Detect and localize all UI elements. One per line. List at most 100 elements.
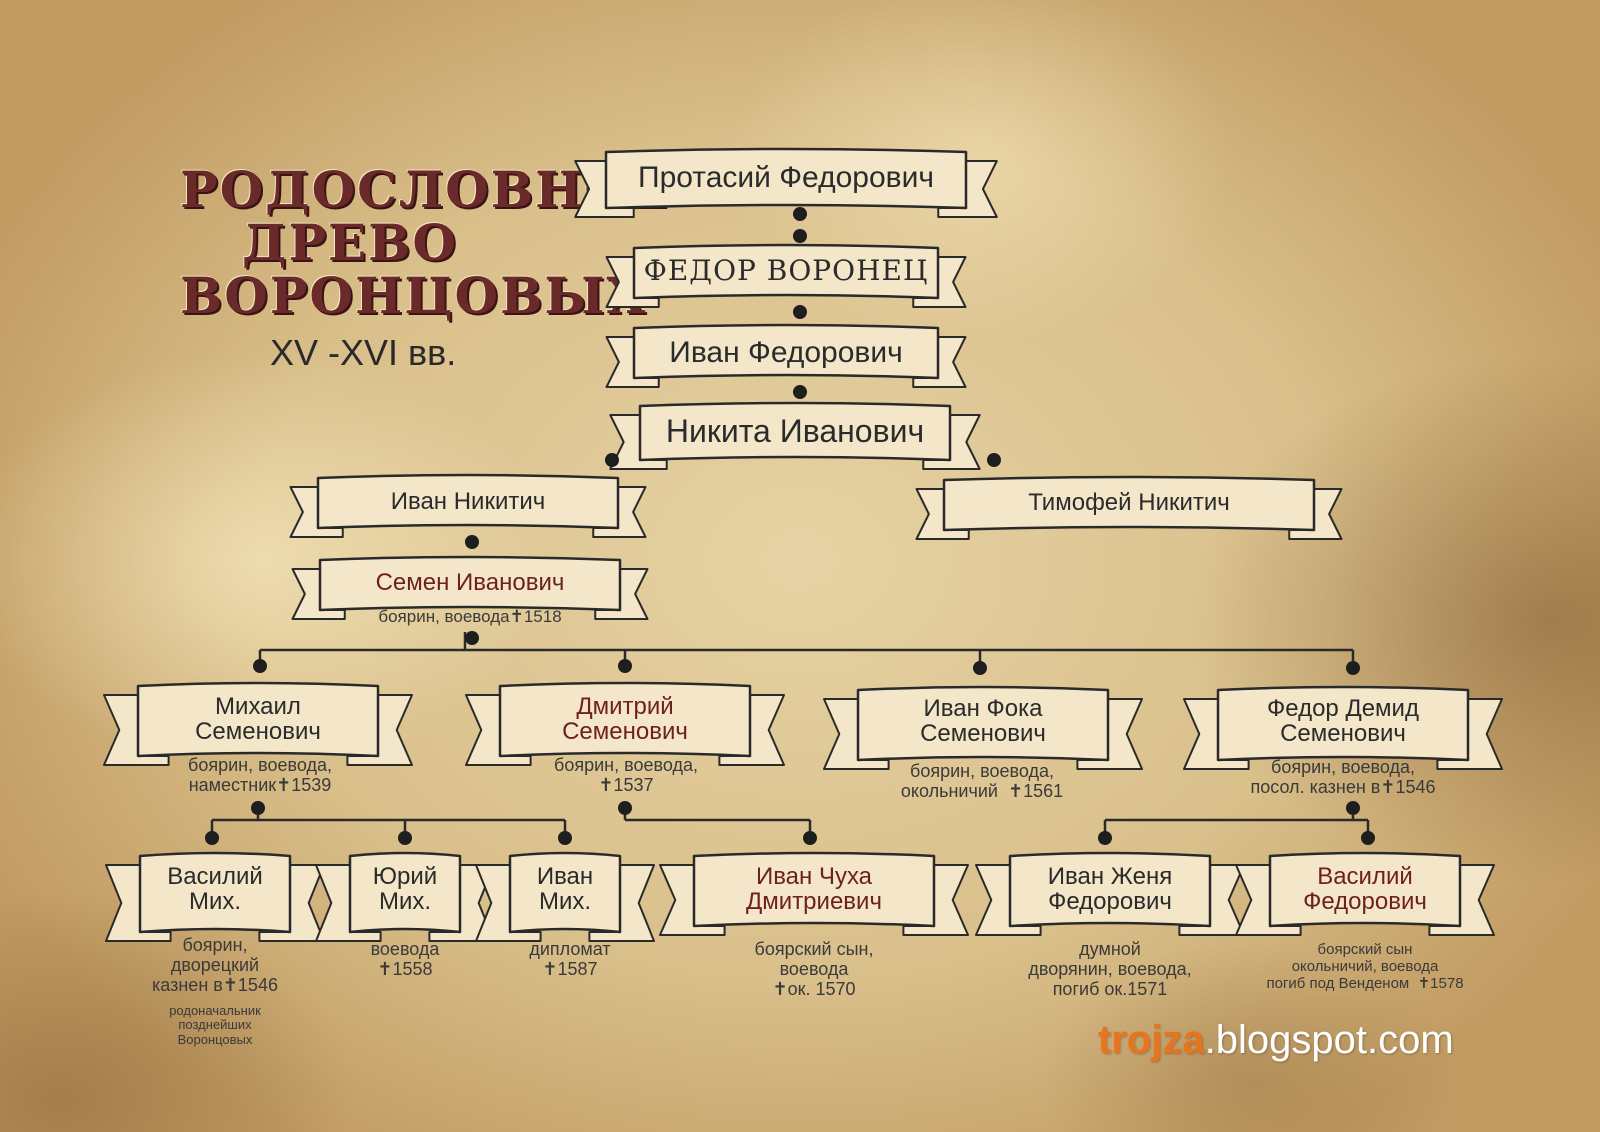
name-vasiliy-fed: Василий Федорович (1270, 863, 1460, 916)
connector-dot (618, 801, 632, 815)
connector-dot (803, 831, 817, 845)
name-yuriy-mikh-line2: Мих. (378, 888, 432, 916)
cross-icon: ✝ (1380, 776, 1396, 798)
name-vasiliy-fed-line2: Федорович (1303, 888, 1427, 916)
death-vasiliy-fed: 1578 (1430, 975, 1464, 992)
name-ivan-foka: Иван Фока Семенович (858, 696, 1108, 747)
connector-dot (251, 801, 265, 815)
death-ivan-mikh: 1587 (557, 958, 598, 979)
note-ivan-zhenya-line3: погиб ок.1571 (1052, 978, 1168, 999)
name-mikhail-line2: Семенович (195, 718, 321, 746)
name-ivan-zhenya-line2: Федорович (1048, 888, 1172, 916)
watermark-rest: .blogspot.com (1204, 1018, 1454, 1062)
name-vasiliy-mikh-line2: Мих. (188, 888, 242, 916)
ribbon-main (638, 401, 952, 462)
connector-dot (987, 453, 1001, 467)
ribbon-main (348, 851, 462, 934)
title-line-2: ДРЕВО (242, 213, 458, 272)
note-ivan-mikh-line1: дипломат (529, 939, 611, 959)
connector-dot (793, 305, 807, 319)
ribbon-main (856, 685, 1110, 762)
extra-vasiliy-mikh-line2: позднейших (178, 1017, 252, 1033)
name-semen: Семен Иванович (375, 569, 565, 596)
name-vasiliy-fed-line1: Василий (1317, 863, 1413, 890)
name-dmitriy-line2: Семенович (562, 718, 688, 746)
cross-icon: ✝ (1007, 780, 1024, 802)
ribbon-banners (103, 147, 1503, 942)
name-mikhail-line1: Михаил (215, 693, 301, 720)
note-ivan-foka: боярин, воевода, окольничий ✝1561 (872, 761, 1092, 802)
watermark-accent: trojza (1098, 1018, 1205, 1062)
note-vasiliy-mikh-line3: казнен в (152, 974, 223, 995)
ribbon-main (138, 851, 292, 934)
connector-dot (1346, 661, 1360, 675)
ribbon-semen (291, 555, 649, 620)
ribbon-main (498, 681, 752, 758)
death-fedor-demid: 1546 (1395, 776, 1436, 797)
ribbon-main (942, 475, 1316, 532)
subtitle-centuries: XV -XVI вв. (270, 332, 457, 373)
ribbon-main (632, 323, 940, 380)
note-vasiliy-mikh-line1: боярин, (182, 935, 248, 955)
name-ivan-mikh-line2: Мих. (538, 888, 592, 916)
extra-vasiliy-mikh-line3: Воронцовых (177, 1031, 253, 1047)
connector-dot (1346, 801, 1360, 815)
extra-vasiliy-mikh: родоначальник позднейших Воронцовых (135, 1003, 295, 1047)
name-ivan-chukha: Иван Чуха Дмитриевич (694, 863, 934, 915)
note-ivan-chukha-line2: воевода (779, 958, 849, 979)
ribbon-main (604, 147, 968, 210)
name-ivan-chukha-line1: Иван Чуха (755, 863, 873, 890)
note-yuriy-mikh-line1: воевода (370, 939, 440, 959)
note-ivan-mikh: дипломат ✝1587 (505, 939, 635, 980)
note-dmitriy: боярин, воевода, ✝1537 (516, 755, 736, 796)
note-vasiliy-fed-line2: окольничий, воевода (1291, 957, 1439, 975)
note-dmitriy-line1: боярин, воевода, (554, 755, 698, 775)
connector-dot (253, 659, 267, 673)
ribbon-main (1268, 851, 1462, 928)
note-fedor-demid: боярин, воевода, посол. казнен в✝1546 (1218, 757, 1468, 798)
note-ivan-chukha-line1: боярский сын, (754, 939, 874, 959)
ribbon-ivan-foka (823, 685, 1143, 770)
note-vasiliy-fed-line3: погиб под Венденом (1266, 975, 1410, 992)
name-mikhail: Михаил Семенович (138, 693, 378, 746)
ribbon-fedor-demid (1183, 685, 1503, 770)
note-ivan-zhenya-line1: думной (1079, 939, 1141, 959)
name-yuriy-mikh-line1: Юрий (372, 863, 438, 890)
name-vasiliy-mikh-line1: Василий (167, 863, 263, 890)
ribbon-main (1008, 851, 1212, 928)
note-mikhail: боярин, воевода, наместник✝1539 (150, 755, 370, 796)
connector-dot (1361, 831, 1375, 845)
ribbon-nikita (609, 401, 981, 470)
note-semen-text: боярин, воевода (378, 607, 510, 626)
note-ivan-chukha: боярский сын, воевода ✝ок. 1570 (724, 939, 904, 999)
death-yuriy-mikh: 1558 (392, 958, 433, 979)
ribbon-vasiliy-fed (1235, 851, 1495, 936)
ribbon-ivan-zhenya (975, 851, 1245, 936)
ribbon-yuriy-mikh (315, 851, 495, 942)
name-ivan-mikh-line1: Иван (536, 863, 594, 890)
cross-icon: ✝ (542, 958, 558, 980)
ribbon-ivan-mikh (475, 851, 655, 942)
death-semen: 1518 (523, 607, 562, 626)
note-ivan-zhenya-line2: дворянин, воевода, (1028, 958, 1192, 979)
note-vasiliy-fed-line1: боярский сын (1317, 941, 1413, 958)
name-vasiliy-mikh: Василий Мих. (140, 863, 290, 916)
connector-dot (398, 831, 412, 845)
cross-icon: ✝ (1417, 974, 1431, 992)
name-protasiy: Протасий Федорович (638, 161, 934, 194)
name-fedor-voronets: ФЕДОР ВОРОНЕЦ (643, 254, 929, 287)
name-fedor-demid: Федор Демид Семенович (1218, 696, 1468, 747)
death-dmitriy: 1537 (613, 774, 654, 795)
name-dmitriy: Дмитрий Семенович (500, 694, 750, 746)
connector-dot (465, 631, 479, 645)
connector-dot (605, 453, 619, 467)
note-fedor-demid-line1: боярин, воевода, (1271, 757, 1415, 777)
note-fedor-demid-line2: посол. казнен в (1250, 776, 1381, 797)
connector-dot (793, 207, 807, 221)
ribbon-protasiy (574, 147, 998, 218)
ribbon-main (136, 681, 380, 758)
ribbon-main (318, 555, 622, 612)
note-vasiliy-mikh: боярин, дворецкий казнен в✝1546 (130, 935, 300, 995)
ribbon-mikhail (103, 681, 413, 766)
name-timofey: Тимофей Никитич (1028, 489, 1230, 516)
